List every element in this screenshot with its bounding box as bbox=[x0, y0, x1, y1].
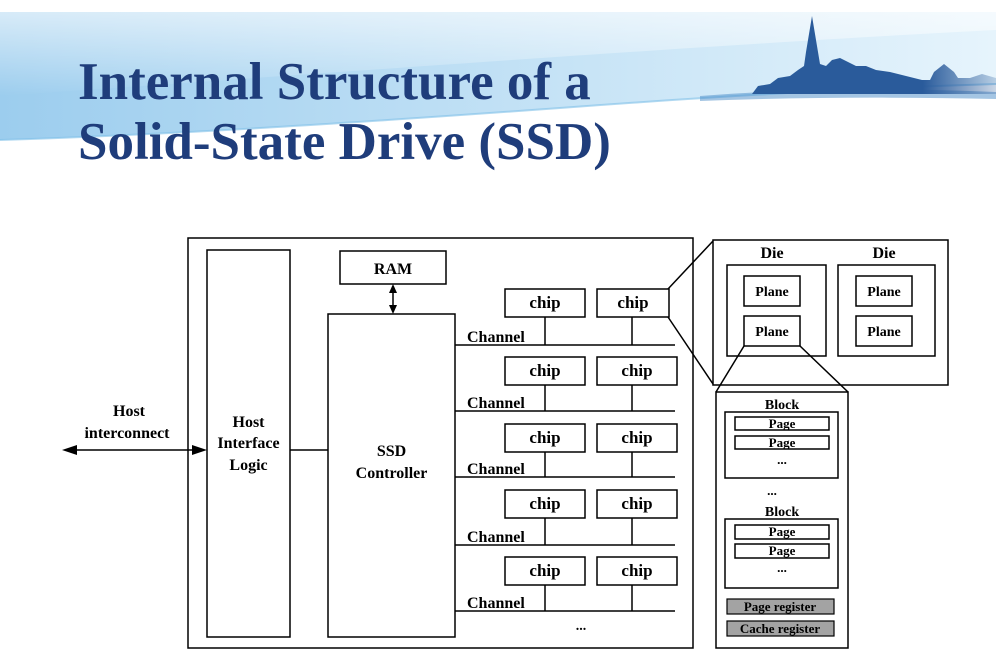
channel-4-chip-2-label: chip bbox=[621, 494, 652, 513]
die-2-plane-1-label: Plane bbox=[867, 285, 900, 300]
host-interconnect: Host interconnect bbox=[62, 403, 207, 455]
block-panel: Block Page Page ... ... Block Page Page … bbox=[715, 391, 849, 649]
block-1-page-1-box bbox=[734, 416, 830, 431]
ram-label: RAM bbox=[374, 261, 412, 278]
channel-3-chip-1-box bbox=[504, 423, 586, 453]
more-channels-ellipsis: ... bbox=[576, 619, 587, 634]
die-1-label: Die bbox=[760, 245, 783, 262]
channel-3: Channel chip chip bbox=[455, 423, 678, 478]
ssd-controller-label-line-2: Controller bbox=[356, 465, 428, 482]
page-register: Page register bbox=[726, 598, 835, 615]
channel-1-chip-1-label: chip bbox=[529, 293, 560, 312]
host-interface-logic-label-line-3: Logic bbox=[229, 457, 267, 474]
die-1: Die Plane Plane bbox=[726, 245, 827, 357]
host-interconnect-arrowhead-right bbox=[192, 445, 207, 455]
header-wave-shine bbox=[0, 12, 996, 96]
block-1-more-pages-ellipsis: ... bbox=[777, 452, 787, 467]
host-interconnect-label-line-2: interconnect bbox=[84, 425, 170, 442]
channel-2-chip-2-label: chip bbox=[621, 361, 652, 380]
plane-zoom-line-left bbox=[715, 345, 745, 393]
channel-1-chip-2-label: chip bbox=[617, 293, 648, 312]
die-2: Die Plane Plane bbox=[837, 245, 936, 357]
slide-title-line-2: Solid-State Drive (SSD) bbox=[78, 113, 611, 171]
channel-2-chip-2-box bbox=[596, 356, 678, 386]
ram: RAM bbox=[339, 250, 447, 285]
cache-register-label: Cache register bbox=[740, 621, 820, 636]
block-1: Block Page Page ... bbox=[724, 398, 839, 479]
cache-register-box bbox=[726, 620, 835, 637]
channel-4-chip-2-box bbox=[596, 489, 678, 519]
channel-4-chip-1-label: chip bbox=[529, 494, 560, 513]
page-register-box bbox=[726, 598, 835, 615]
block-2-page-1-label: Page bbox=[769, 524, 796, 539]
host-interconnect-label-line-1: Host bbox=[113, 403, 146, 420]
die-2-plane-2-box bbox=[855, 315, 913, 347]
host-interface-logic-label-line-2: Interface bbox=[217, 435, 279, 452]
block-2-page-2-label: Page bbox=[769, 543, 796, 558]
die-2-label: Die bbox=[872, 245, 895, 262]
channel-5-chip-2-label: chip bbox=[621, 561, 652, 580]
block-2: Block Page Page ... bbox=[724, 505, 839, 589]
host-interface-logic: Host Interface Logic bbox=[206, 249, 291, 638]
ssd-controller: SSD Controller bbox=[327, 313, 456, 638]
page-register-label: Page register bbox=[744, 599, 817, 614]
channel-3-chip-2-label: chip bbox=[621, 428, 652, 447]
channel-1-label: Channel bbox=[467, 329, 525, 346]
block-2-label: Block bbox=[765, 505, 799, 520]
block-2-more-pages-ellipsis: ... bbox=[777, 560, 787, 575]
host-interconnect-arrowhead-left bbox=[62, 445, 77, 455]
die-2-plane-1-box bbox=[855, 275, 913, 307]
channel-2: Channel chip chip bbox=[455, 356, 678, 412]
channel-1-chip-2-box bbox=[596, 288, 670, 318]
block-1-label: Block bbox=[765, 398, 799, 413]
ssd-controller-box bbox=[327, 313, 456, 638]
chip-zoom-line-top bbox=[667, 240, 714, 290]
ssd-controller-label-line-1: SSD bbox=[377, 443, 406, 460]
chip-zoom-line-bottom bbox=[667, 316, 714, 385]
die-1-plane-1-box bbox=[743, 275, 801, 307]
die-panel: Die Plane Plane Die Plane Plane bbox=[712, 239, 949, 386]
block-2-page-2-box bbox=[734, 543, 830, 559]
channel-3-chip-2-box bbox=[596, 423, 678, 453]
channel-4: Channel chip chip bbox=[455, 489, 678, 546]
channel-5: Channel chip chip bbox=[455, 556, 678, 612]
die-1-plane-1-label: Plane bbox=[755, 285, 788, 300]
channel-2-chip-1-box bbox=[504, 356, 586, 386]
channel-5-chip-1-label: chip bbox=[529, 561, 560, 580]
channel-5-label: Channel bbox=[467, 595, 525, 612]
ram-controller-arrowhead-down bbox=[389, 305, 397, 314]
ram-box bbox=[339, 250, 447, 285]
host-interface-logic-box bbox=[206, 249, 291, 638]
die-1-plane-2-label: Plane bbox=[755, 325, 788, 340]
channel-5-chip-2-box bbox=[596, 556, 678, 586]
block-2-page-1-box bbox=[734, 524, 830, 540]
block-1-page-2-box bbox=[734, 435, 830, 450]
channel-2-label: Channel bbox=[467, 395, 525, 412]
channel-1-chip-1-box bbox=[504, 288, 586, 318]
channel-1: Channel chip chip bbox=[455, 288, 675, 346]
channel-3-chip-1-label: chip bbox=[529, 428, 560, 447]
plane-zoom-line-right bbox=[799, 345, 849, 393]
more-blocks-ellipsis: ... bbox=[767, 483, 777, 498]
ram-controller-arrow bbox=[389, 284, 397, 314]
town-skyline-icon bbox=[700, 16, 996, 101]
block-1-page-2-label: Page bbox=[769, 435, 796, 450]
channel-4-label: Channel bbox=[467, 529, 525, 546]
channel-3-label: Channel bbox=[467, 461, 525, 478]
channel-2-chip-1-label: chip bbox=[529, 361, 560, 380]
skyline-buildings bbox=[752, 16, 996, 94]
die-1-plane-2-box bbox=[743, 315, 801, 347]
ram-controller-arrowhead-up bbox=[389, 284, 397, 293]
slide-title-line-1: Internal Structure of a bbox=[78, 53, 591, 111]
host-interface-logic-label-line-1: Host bbox=[233, 414, 266, 431]
cache-register: Cache register bbox=[726, 620, 835, 637]
die-2-plane-2-label: Plane bbox=[867, 325, 900, 340]
block-1-page-1-label: Page bbox=[769, 416, 796, 431]
